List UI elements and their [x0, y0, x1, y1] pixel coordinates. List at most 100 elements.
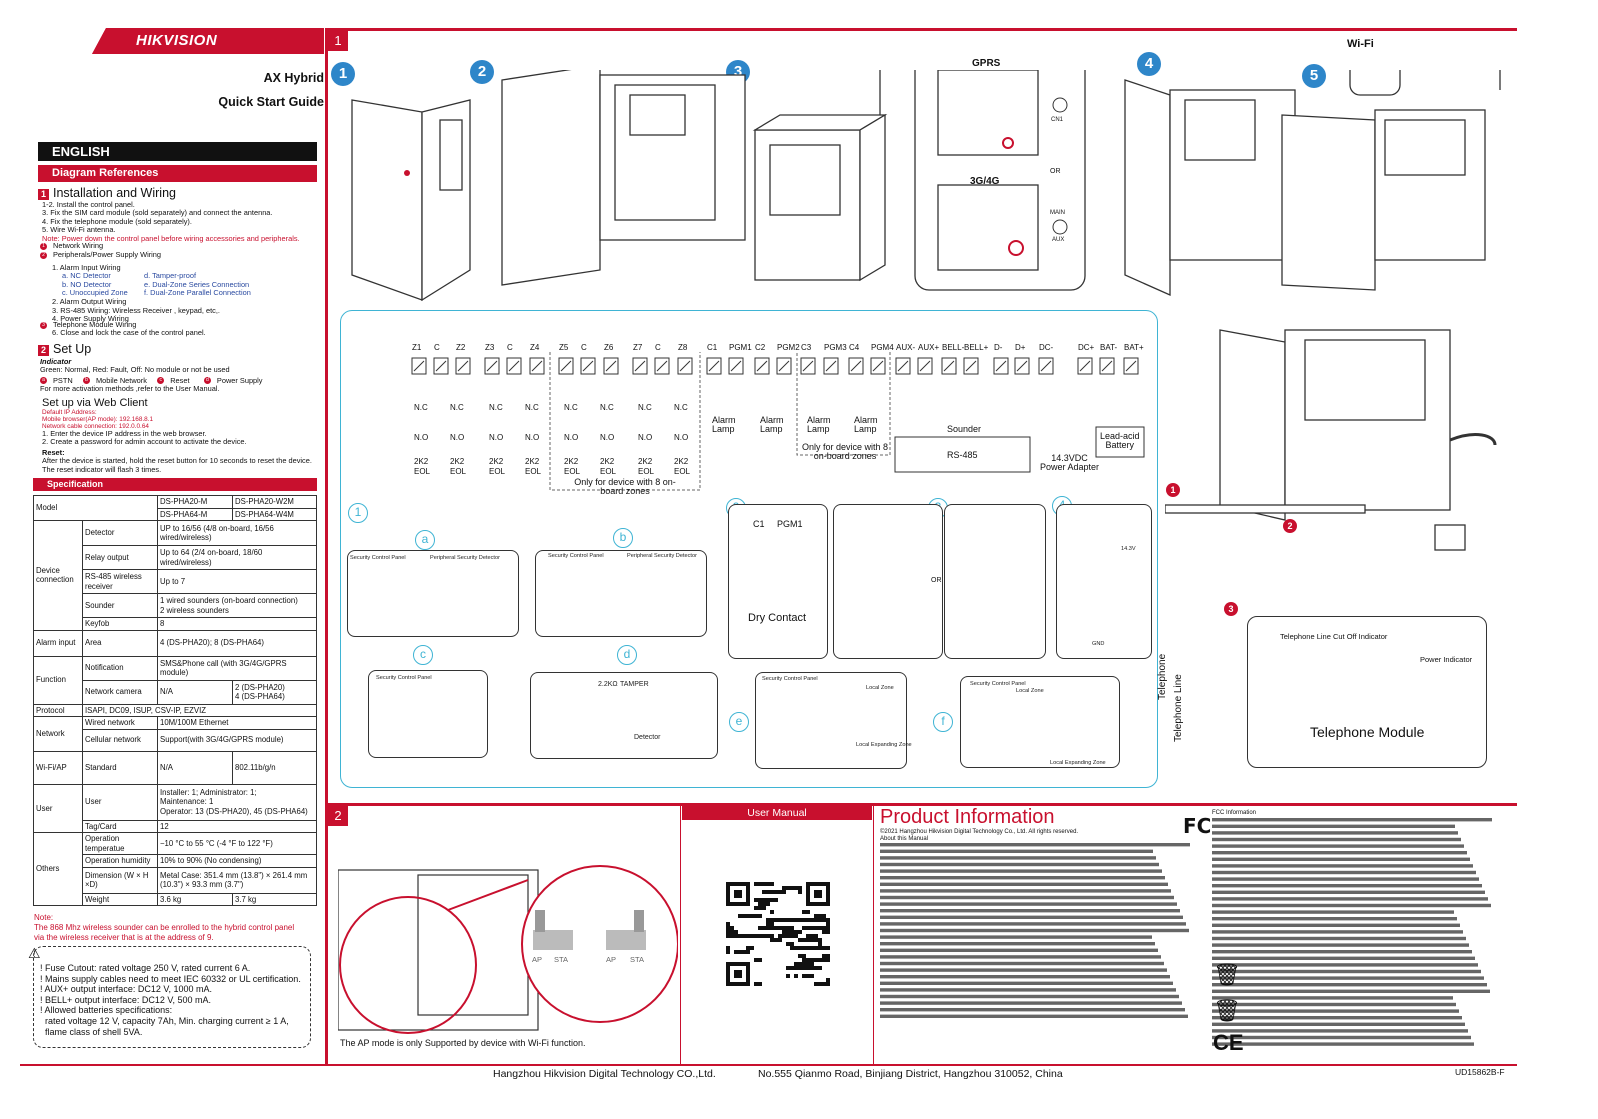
qr-module	[770, 934, 774, 938]
qr-module	[778, 890, 782, 894]
qr-module	[786, 974, 790, 978]
zone-text: 2K2	[600, 457, 615, 466]
qr-module	[814, 966, 818, 970]
user-manual-bar: User Manual	[682, 806, 872, 820]
text-line	[880, 955, 1161, 959]
terminal-label: Z5	[559, 343, 569, 352]
qr-module	[786, 966, 790, 970]
sub-item: 2. Alarm Output Wiring	[52, 297, 127, 307]
battery-weee-icon: 🗑	[1213, 998, 1241, 1023]
qr-module	[766, 934, 770, 938]
qr-module	[814, 918, 818, 922]
qr-module	[778, 926, 782, 930]
qr-module	[810, 946, 814, 950]
led-num: c	[157, 377, 165, 385]
spec-cell: Operation humidity	[82, 854, 158, 868]
qr-module	[754, 982, 758, 986]
qr-module	[766, 918, 770, 922]
qr-module	[782, 926, 786, 930]
text-line	[880, 909, 1180, 913]
zone-text: N.C	[525, 403, 539, 412]
spec-note: Note: The 868 Mhz wireless sounder can b…	[34, 913, 294, 943]
telephone-line-label: Telephone Line	[1173, 674, 1184, 742]
terminal-slot	[634, 360, 646, 372]
qr-module	[802, 910, 806, 914]
qr-module	[758, 958, 762, 962]
c1-label: C1	[753, 519, 765, 529]
step: 3. Fix the SIM card module (sold separat…	[42, 208, 273, 218]
spec-cell: Wired network	[82, 716, 158, 730]
terminal-label: PGM4	[871, 343, 894, 352]
alarm-lamp-label: Lamp	[760, 424, 783, 434]
qr-module	[786, 886, 790, 890]
spec-cell: 10% to 90% (No condensing)	[157, 854, 317, 868]
section2-num: 2	[38, 345, 49, 356]
alarm-lamp-label: Alarm	[712, 415, 736, 425]
terminal-label: D-	[994, 343, 1003, 352]
qr-module	[810, 938, 814, 942]
adapter-line: 14.3VDC	[1051, 453, 1088, 463]
alarm-lamp-label: Alarm	[854, 415, 878, 425]
gnd-label: GND	[1092, 641, 1105, 647]
item-text: Peripherals/Power Supply Wiring	[53, 250, 162, 260]
terminal-label: C4	[849, 343, 860, 352]
terminal-slot	[1040, 360, 1052, 372]
onboard-note-2: Only for device with 8 on-board zones	[801, 442, 889, 461]
qr-module	[754, 934, 758, 938]
zone-text: EOL	[450, 467, 467, 476]
qr-module	[802, 938, 806, 942]
text-line	[880, 988, 1176, 992]
qr-module	[790, 966, 794, 970]
spec-value: 4 (DS-PHA64)	[235, 692, 285, 701]
zone-text: 2K2	[564, 457, 579, 466]
terminal-slot	[850, 360, 862, 372]
text-line	[880, 1001, 1182, 1005]
qr-module	[790, 946, 794, 950]
left-column: HIKVISION AX Hybrid Quick Start Guide EN…	[0, 0, 332, 1080]
spec-cell: Alarm input	[33, 629, 83, 657]
qr-module	[726, 934, 730, 938]
qr-module	[754, 882, 758, 886]
qr-module	[754, 898, 758, 902]
cn1-label: CN1	[1051, 117, 1064, 123]
terminal-slot	[965, 360, 977, 372]
zone-text: N.C	[638, 403, 652, 412]
zone-text: N.O	[600, 433, 615, 442]
zone-text: N.O	[674, 433, 689, 442]
spec-cell: 10M/100M Ethernet	[157, 716, 317, 730]
detector-label: Detector	[634, 734, 661, 741]
section1-num: 1	[38, 189, 49, 200]
terminal-slot	[825, 360, 837, 372]
qr-module	[762, 890, 766, 894]
step-circle: 2	[470, 60, 494, 84]
terminal-slot	[897, 360, 909, 372]
qr-module	[814, 926, 818, 930]
series-box	[755, 672, 907, 769]
qr-module	[754, 914, 758, 918]
text-line	[1212, 996, 1453, 1000]
qr-module	[826, 958, 830, 962]
terminal-label: Z8	[678, 343, 688, 352]
terminal-label: PGM3	[824, 343, 847, 352]
qr-module	[798, 886, 802, 890]
qr-module	[826, 982, 830, 986]
no-detector-box	[535, 550, 707, 637]
qr-module	[762, 882, 766, 886]
qr-module	[806, 938, 810, 942]
qr-module	[826, 978, 830, 982]
footer-address: No.555 Qianmo Road, Binjiang District, H…	[758, 1068, 1063, 1080]
reset-text: The reset indicator will flash 3 times.	[42, 464, 162, 474]
qr-module	[766, 902, 770, 906]
spec-cell: DS-PHA64-W4M	[232, 507, 317, 521]
qr-module	[774, 938, 778, 942]
text-line	[1212, 903, 1491, 908]
text-line	[1212, 950, 1472, 954]
qr-module	[818, 966, 822, 970]
zone-text: N.C	[600, 403, 614, 412]
qr-module	[822, 958, 826, 962]
qr-module	[766, 926, 770, 930]
net-step-3: 3	[1224, 602, 1238, 616]
sta-label: STA	[630, 955, 645, 964]
